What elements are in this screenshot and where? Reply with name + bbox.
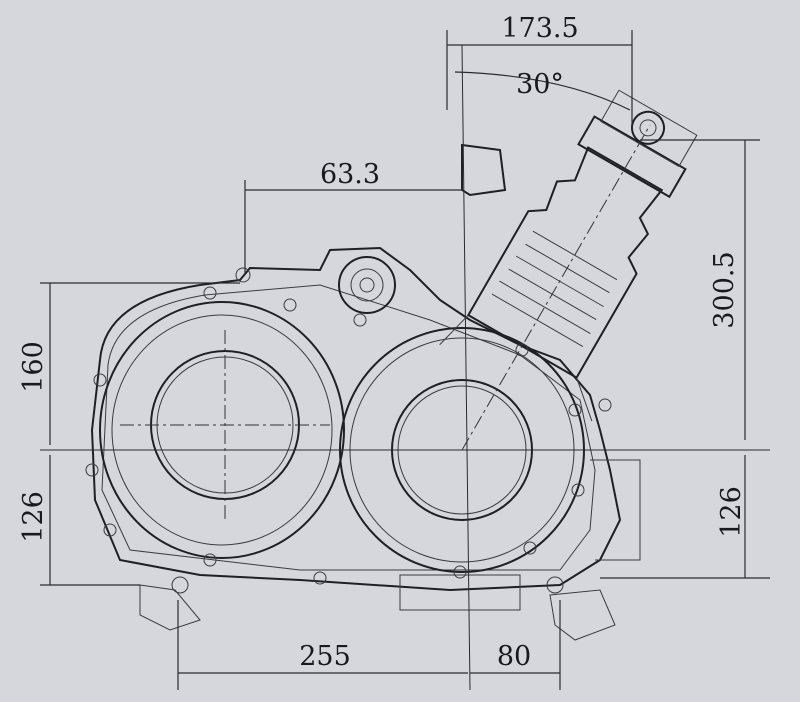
- dim-left-upper-height: 160: [18, 341, 49, 393]
- engine-outline: [85, 89, 698, 641]
- dim-upper-offset: 63.3: [320, 159, 380, 190]
- dim-right-height: 300.5: [709, 251, 740, 328]
- dimension-lines: [40, 30, 770, 690]
- dim-top-width: 173.5: [501, 13, 578, 44]
- dim-bottom-left-width: 255: [299, 641, 351, 672]
- dim-bottom-right-width: 80: [497, 641, 531, 672]
- center-lines: [40, 44, 770, 691]
- dim-angle: 30°: [516, 69, 564, 100]
- dim-left-lower-height: 126: [18, 491, 49, 543]
- dim-right-lower-height: 126: [716, 486, 747, 538]
- left-cover: [99, 301, 345, 559]
